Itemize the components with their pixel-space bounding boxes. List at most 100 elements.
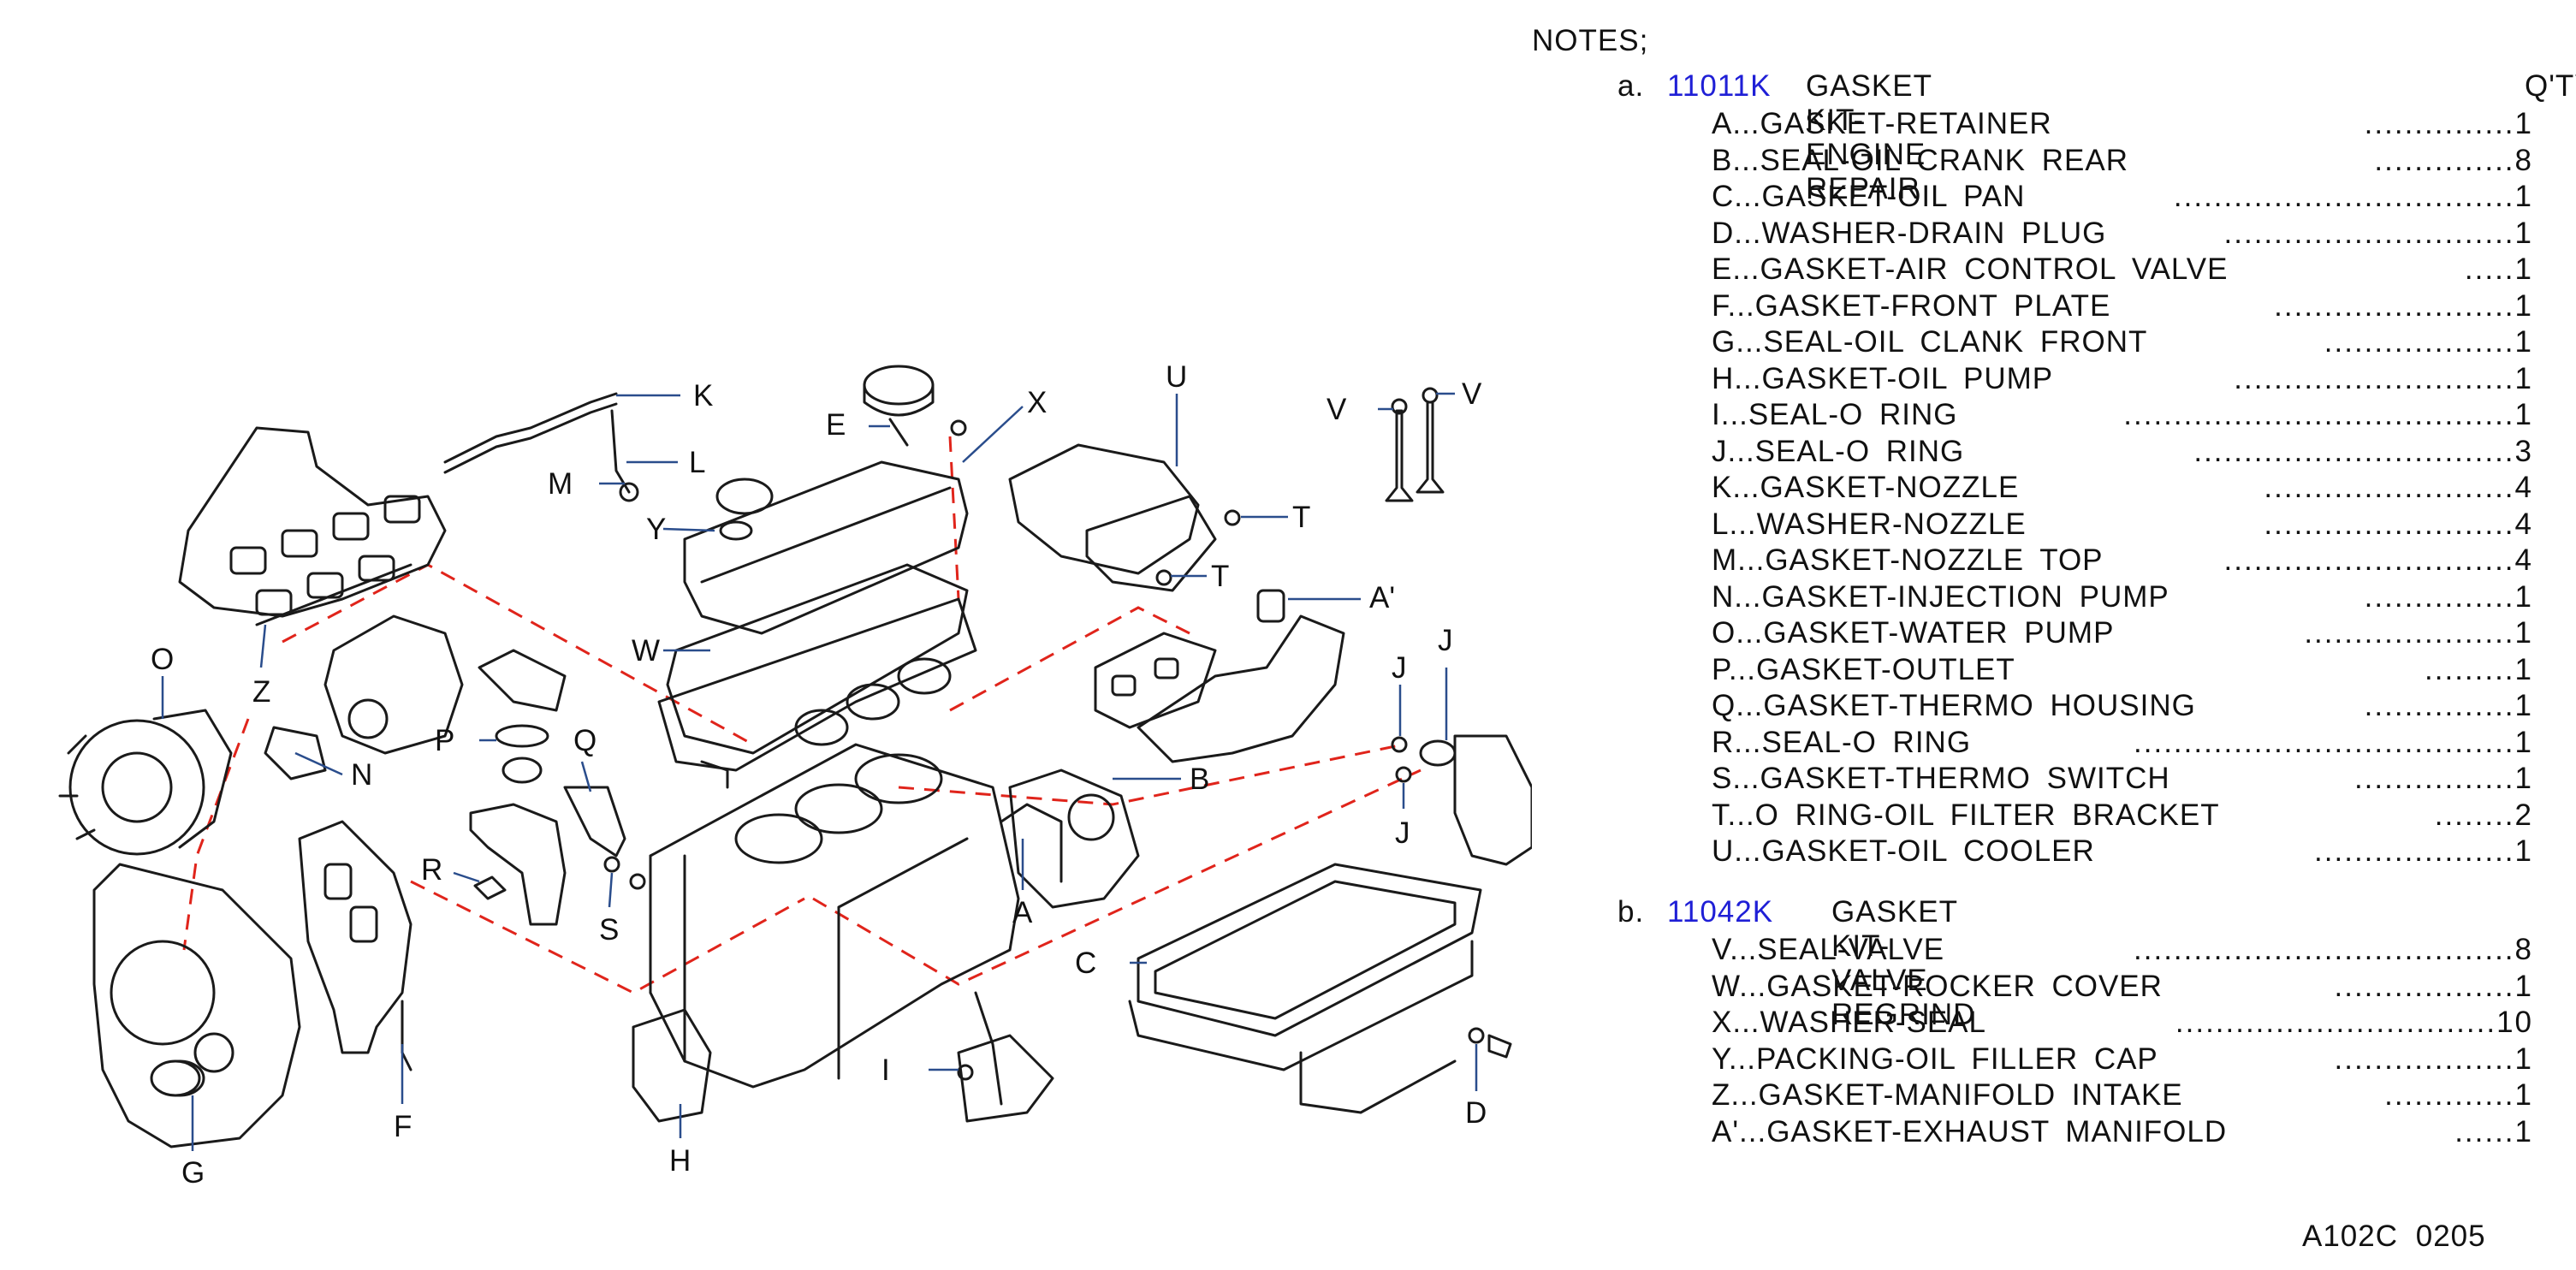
callout-g: G — [181, 1156, 205, 1190]
parts-list-item: Q...GASKET-THERMO HOUSING...............… — [1712, 689, 2533, 725]
parts-list-item: T...O RING-OIL FILTER BRACKET........2 — [1712, 798, 2533, 834]
part-quantity: ..............8 — [2374, 143, 2533, 177]
part-quantity: ................1 — [2353, 762, 2533, 795]
callout-v-right: V — [1462, 377, 1482, 411]
part-quantity: ................................3 — [2193, 434, 2533, 468]
part-label: U...GASKET-OIL COOLER — [1712, 834, 2095, 868]
parts-list-item: O...GASKET-WATER PUMP...................… — [1712, 616, 2533, 652]
part-quantity: ....................1 — [2314, 834, 2533, 868]
callout-j-upper: J — [1392, 651, 1407, 685]
kit-letter: a. — [1617, 69, 1645, 103]
parts-list-item: S...GASKET-THERMO SWITCH................… — [1712, 762, 2533, 798]
callout-t-lower: T — [1211, 560, 1229, 593]
callout-t-upper: T — [1292, 501, 1310, 534]
parts-list-item: B...SEAL-OIL CRANK REAR..............8 — [1712, 144, 2533, 180]
parts-list-item: N...GASKET-INJECTION PUMP...............… — [1712, 580, 2533, 616]
part-quantity: ................................10 — [2175, 1006, 2533, 1039]
part-quantity: .........1 — [2425, 652, 2533, 686]
callout-y: Y — [646, 513, 666, 546]
engine-exploded-diagram: K L M E X U V V Y T T A' W Z O J J J B P… — [58, 360, 1532, 1190]
callout-a: A — [1012, 896, 1033, 929]
part-label: X...WASHER-SEAL — [1712, 1006, 1986, 1039]
part-quantity: .........................4 — [2264, 507, 2533, 541]
callout-w: W — [632, 634, 660, 668]
parts-list-item: J...SEAL-O RING.........................… — [1712, 435, 2533, 471]
callout-o: O — [151, 643, 174, 676]
callout-v-left: V — [1327, 393, 1347, 426]
part-label: E...GASKET-AIR CONTROL VALVE — [1712, 252, 2229, 286]
parts-list-item: I...SEAL-O RING.........................… — [1712, 398, 2533, 434]
part-quantity: ......................................8 — [2134, 933, 2533, 966]
callout-z: Z — [252, 675, 270, 709]
parts-list-item: W...GASKET-ROCKER COVER.................… — [1712, 970, 2533, 1006]
qty-header: Q'TY — [2525, 69, 2576, 103]
part-label: I...SEAL-O RING — [1712, 398, 1958, 431]
cylinder-head — [657, 563, 977, 789]
part-quantity: .......................................1 — [2123, 398, 2533, 431]
part-label: J...SEAL-O RING — [1712, 434, 1965, 468]
notes-title: NOTES; — [1532, 24, 1649, 57]
kit-letter: b. — [1617, 895, 1645, 929]
part-quantity: .............1 — [2384, 1078, 2533, 1112]
part-quantity: ..................................1 — [2173, 180, 2533, 213]
part-label: A...GASKET-RETAINER — [1712, 107, 2052, 140]
parts-list-item: M...GASKET-NOZZLE TOP...................… — [1712, 543, 2533, 579]
part-label: C...GASKET-OIL PAN — [1712, 180, 2026, 213]
part-label: T...O RING-OIL FILTER BRACKET — [1712, 798, 2220, 832]
kit-code: 11011K — [1667, 69, 1772, 103]
part-label: G...SEAL-OIL CLANK FRONT — [1712, 325, 2148, 359]
part-quantity: ........................1 — [2274, 288, 2533, 323]
callout-i: I — [881, 1053, 890, 1087]
valves — [1385, 387, 1445, 502]
oil-cooler — [1008, 443, 1241, 592]
part-quantity: ...............1 — [2364, 579, 2533, 614]
parts-list-item: F...GASKET-FRONT PLATE..................… — [1712, 289, 2533, 325]
part-label: O...GASKET-WATER PUMP — [1712, 616, 2115, 650]
oil-pan — [1128, 863, 1512, 1114]
timing-case-cover — [92, 863, 301, 1148]
exhaust-manifold — [1094, 589, 1345, 763]
callout-e: E — [826, 408, 846, 442]
part-quantity: ...............1 — [2364, 107, 2533, 140]
kit-description: GASKET KIT-VALVE REGRIND — [1831, 895, 1976, 1031]
nozzle-leakoff-pipe — [443, 392, 639, 502]
callout-r: R — [421, 853, 442, 887]
parts-list-item: G...SEAL-OIL CLANK FRONT................… — [1712, 325, 2533, 361]
callout-q: Q — [573, 724, 597, 757]
parts-list-item: Z...GASKET-MANIFOLD INTAKE .............1 — [1712, 1078, 2533, 1114]
diagram-code: A102C 0205 — [2302, 1220, 2486, 1253]
parts-list-item: D...WASHER-DRAIN PLUG...................… — [1712, 217, 2533, 252]
seal-o-ring-r — [473, 875, 507, 900]
rocker-cover — [683, 365, 969, 635]
part-quantity: .....................1 — [2304, 616, 2533, 650]
cylinder-block — [649, 743, 1020, 1089]
parts-list-item: A...GASKET-RETAINER ...............1 — [1712, 107, 2533, 143]
callout-labels: K L M E X U V V Y T T A' W Z O J J J B P… — [151, 360, 1487, 1190]
part-label: K...GASKET-NOZZLE — [1712, 471, 2020, 504]
part-label: D...WASHER-DRAIN PLUG — [1712, 216, 2107, 250]
rear-seal-retainer — [1000, 769, 1140, 909]
part-quantity: ......1 — [2454, 1114, 2533, 1148]
part-label: A'...GASKET-EXHAUST MANIFOLD — [1712, 1114, 2228, 1148]
part-quantity: ......................................1 — [2134, 725, 2533, 759]
leader-lines — [161, 392, 1478, 1151]
part-label: Q...GASKET-THERMO HOUSING — [1712, 689, 2196, 722]
part-label: Z...GASKET-MANIFOLD INTAKE — [1712, 1078, 2183, 1112]
parts-list-item: H...GASKET-OIL PUMP.....................… — [1712, 362, 2533, 398]
part-label: L...WASHER-NOZZLE — [1712, 507, 2027, 541]
callout-m: M — [548, 467, 573, 501]
part-quantity: ..................1 — [2334, 1042, 2533, 1076]
part-quantity: .............................1 — [2223, 216, 2533, 250]
callout-l: L — [689, 446, 705, 479]
part-quantity: .....1 — [2464, 252, 2533, 286]
callout-j-lower: J — [1395, 816, 1410, 850]
callout-u: U — [1166, 360, 1187, 394]
thermostat-outlet — [469, 649, 646, 926]
part-quantity: ............................1 — [2234, 361, 2533, 395]
intake-manifold — [178, 426, 447, 626]
part-label: S...GASKET-THERMO SWITCH — [1712, 762, 2170, 795]
callout-n: N — [351, 758, 372, 792]
oil-filter-bracket — [1391, 734, 1532, 866]
part-label: M...GASKET-NOZZLE TOP — [1712, 543, 2104, 577]
